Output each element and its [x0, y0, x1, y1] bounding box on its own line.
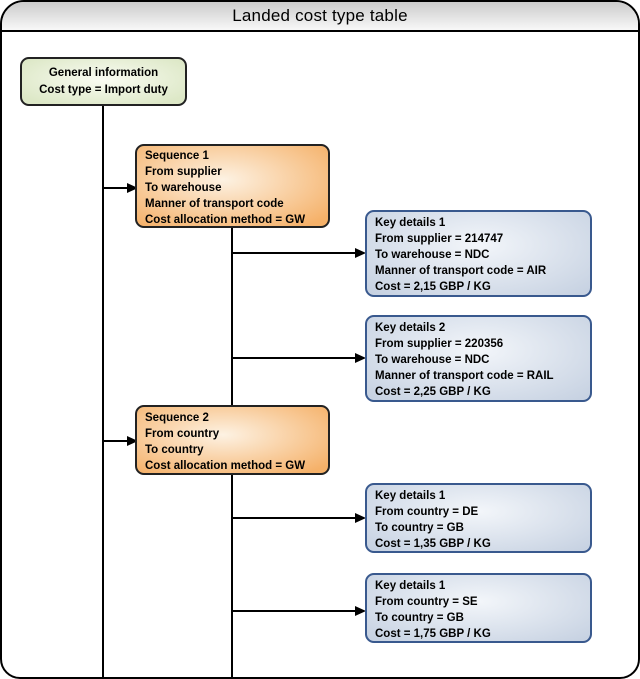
- node-text-line: To country = GB: [375, 612, 464, 624]
- node-text-line: To warehouse = NDC: [375, 249, 490, 261]
- node-text-line: Key details 1: [375, 580, 446, 592]
- node-sequence-2: Sequence 2 From country To country Cost …: [135, 405, 330, 475]
- node-text-line: Manner of transport code = RAIL: [375, 370, 554, 382]
- arrow-to-sequence1: [102, 183, 138, 193]
- node-text-line: Key details 1: [375, 490, 446, 502]
- node-text-line: Cost allocation method = GW: [145, 214, 306, 226]
- title-bar: Landed cost type table: [2, 2, 638, 32]
- node-key-details-3: Key details 1 From country = DE To count…: [365, 483, 592, 553]
- node-key-details-1: Key details 1 From supplier = 214747 To …: [365, 210, 592, 297]
- arrow-to-key-details-4: [231, 606, 366, 616]
- node-text-line: Cost = 1,35 GBP / KG: [375, 538, 491, 550]
- node-text-line: From supplier: [145, 166, 222, 178]
- node-text-line: From country = SE: [375, 596, 478, 608]
- node-text-line: Key details 1: [375, 217, 446, 229]
- node-text-line: Cost = 2,25 GBP / KG: [375, 386, 491, 398]
- node-text-line: To country = GB: [375, 522, 464, 534]
- node-text-line: To warehouse = NDC: [375, 354, 490, 366]
- node-text-line: General information: [48, 67, 159, 79]
- node-text-line: To warehouse: [145, 182, 222, 194]
- node-text-line: Sequence 2: [145, 412, 209, 424]
- node-text-line: Cost = 1,75 GBP / KG: [375, 628, 491, 640]
- node-text-line: Sequence 1: [145, 150, 209, 162]
- node-key-details-4: Key details 1 From country = SE To count…: [365, 573, 592, 643]
- node-text-line: To country: [145, 444, 204, 456]
- node-text-line: Manner of transport code: [145, 198, 284, 210]
- node-text-line: Key details 2: [375, 322, 446, 334]
- node-text-line: From supplier = 220356: [375, 338, 504, 350]
- node-text-line: Cost type = Import duty: [39, 84, 168, 96]
- arrow-to-sequence2: [102, 436, 138, 446]
- node-text-line: Cost allocation method = GW: [145, 460, 306, 472]
- node-general-information: General information Cost type = Import d…: [20, 57, 187, 106]
- node-text-line: Manner of transport code = AIR: [375, 265, 547, 277]
- arrow-to-key-details-3: [231, 513, 366, 523]
- node-text-line: From country = DE: [375, 506, 479, 518]
- node-sequence-1: Sequence 1 From supplier To warehouse Ma…: [135, 144, 330, 228]
- diagram-title: Landed cost type table: [232, 6, 408, 25]
- node-text-line: From supplier = 214747: [375, 233, 504, 245]
- arrow-to-key-details-1: [231, 248, 366, 258]
- connector-vertical-main: [102, 106, 104, 677]
- node-text-line: Cost = 2,15 GBP / KG: [375, 281, 491, 293]
- node-key-details-2: Key details 2 From supplier = 220356 To …: [365, 315, 592, 402]
- node-text-line: From country: [145, 428, 220, 440]
- arrow-to-key-details-2: [231, 353, 366, 363]
